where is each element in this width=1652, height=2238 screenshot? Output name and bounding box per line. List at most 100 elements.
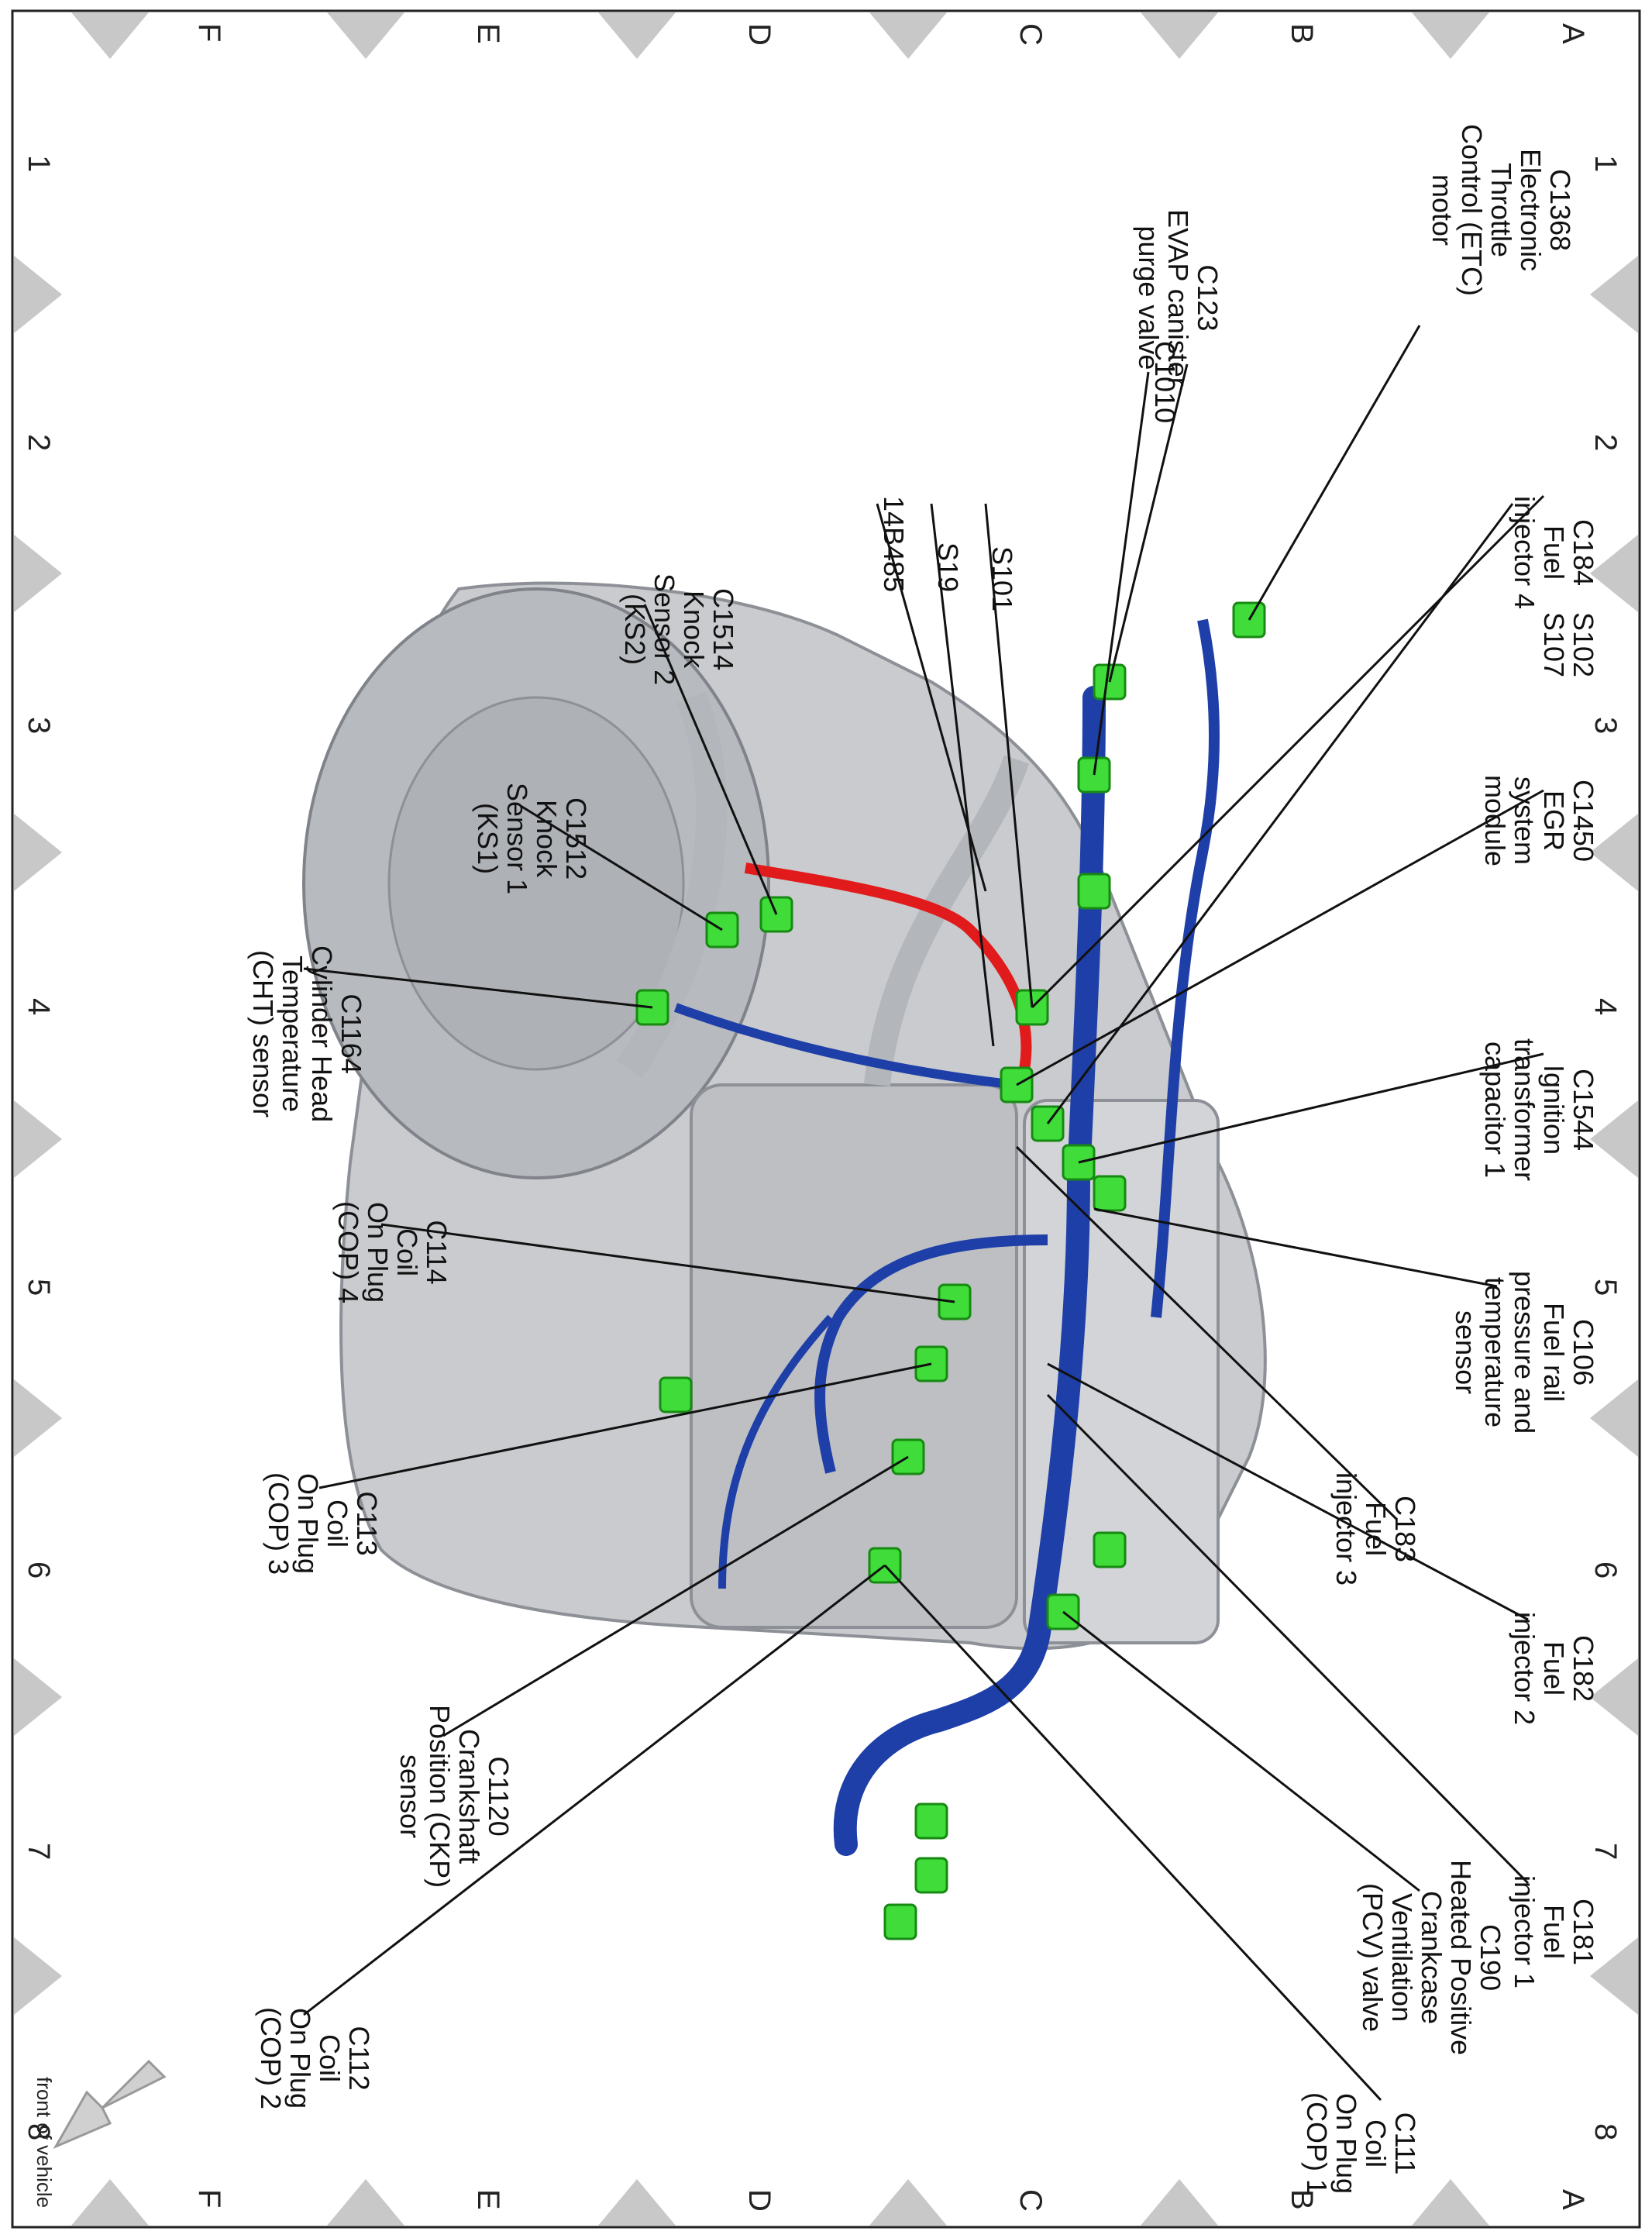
label-c184: C184 Fuel injector 4 <box>1509 496 1599 610</box>
grid-triangle-left-2 <box>869 12 947 59</box>
connector-18 <box>914 1857 948 1894</box>
harness-branch-cht <box>673 1003 1017 1090</box>
grid-triangle-right-5 <box>71 2179 149 2226</box>
grid-triangle-top-0 <box>1590 256 1638 333</box>
grid-number-4-bottom: 4 <box>22 998 56 1016</box>
connector-3 <box>1077 873 1111 910</box>
label-c183: C183 Fuel injector 3 <box>1330 1472 1421 1586</box>
grid-triangle-bottom-1 <box>14 535 62 612</box>
connector-17 <box>914 1802 948 1840</box>
leader-line-17 <box>1047 1362 1529 1621</box>
connector-19 <box>883 1903 917 1940</box>
harness-branch-lower <box>814 1234 1048 1474</box>
grid-number-4-top: 4 <box>1588 998 1623 1016</box>
grid-letter-c-right: C <box>1014 2189 1048 2212</box>
label-c112: C112 Coil On Plug (COP) 2 <box>255 2007 375 2110</box>
grid-number-7-top: 7 <box>1588 1843 1623 1861</box>
grid-triangle-left-4 <box>327 12 404 59</box>
label-c1368: C1368 Electronic Throttle Control (ETC) … <box>1427 124 1576 297</box>
grid-triangle-top-4 <box>1590 1379 1638 1457</box>
label-c111: C111 Coil On Plug (COP) 1 <box>1301 2092 1421 2195</box>
grid-number-3-top: 3 <box>1588 717 1623 735</box>
label-c1164: C1164 Cylinder Head Temperature (CHT) se… <box>247 945 367 1123</box>
grid-number-1-bottom: 1 <box>22 155 56 173</box>
leader-line-11 <box>1078 1052 1544 1164</box>
grid-triangle-bottom-2 <box>14 814 62 891</box>
leader-line-4 <box>1046 503 1514 1124</box>
grid-number-2-top: 2 <box>1588 434 1623 452</box>
connector-12 <box>1093 1531 1127 1568</box>
grid-triangle-top-1 <box>1590 535 1638 612</box>
grid-triangles <box>14 12 1638 2226</box>
grid-letter-b-left: B <box>1285 23 1319 44</box>
label-c1514: C1514 Knock Sensor 2 (KS2) <box>619 573 739 686</box>
harness-branch-ckp <box>718 1314 834 1589</box>
label-c114: C114 Coil On Plug (COP) 4 <box>332 1201 453 1304</box>
leader-line-1 <box>1108 363 1189 683</box>
grid-number-3-bottom: 3 <box>22 717 56 735</box>
grid-letter-a-right: A <box>1556 2189 1590 2210</box>
grid-number-7-bottom: 7 <box>22 1843 56 1861</box>
label-c113: C113 Coil On Plug (COP) 3 <box>263 1472 383 1575</box>
grid-number-1-top: 1 <box>1588 155 1623 173</box>
grid-triangle-right-3 <box>598 2179 676 2226</box>
grid-number-6-top: 6 <box>1588 1561 1623 1579</box>
front-arrow-icon <box>53 2059 167 2150</box>
grid-letter-d-left: D <box>742 23 776 46</box>
engine-block <box>302 581 1267 1651</box>
label-c106: C106 Fuel rail pressure and temperature … <box>1450 1271 1599 1434</box>
label-c182: C182 Fuel injector 2 <box>1509 1612 1599 1726</box>
harness-branch-upper <box>1151 618 1220 1318</box>
leader-line-6 <box>930 503 995 1047</box>
grid-letter-c-left: C <box>1014 23 1048 46</box>
label-c1512: C1512 Knock Sensor 1 (KS1) <box>472 783 592 895</box>
grid-number-6-bottom: 6 <box>22 1561 56 1579</box>
leader-line-8 <box>643 604 778 915</box>
leader-line-18 <box>442 1455 909 1737</box>
flywheel-inner <box>387 696 685 1071</box>
coolant-tube <box>864 755 1030 1086</box>
grid-triangle-bottom-4 <box>14 1379 62 1457</box>
leader-line-21 <box>303 1564 886 2016</box>
leader-line-16 <box>1015 1145 1398 1520</box>
leader-line-5 <box>984 503 1034 1008</box>
label-s101: S101 <box>986 546 1018 612</box>
grid-triangle-top-6 <box>1590 1937 1638 2015</box>
grid-triangle-left-0 <box>1412 12 1489 59</box>
label-s19: S19 <box>932 542 964 593</box>
leader-line-22 <box>883 1564 1382 2102</box>
leader-line-20 <box>1062 1610 1420 1892</box>
leader-lines <box>303 325 1545 2102</box>
wire-harness <box>673 618 1220 1856</box>
grid-triangle-bottom-3 <box>14 1100 62 1178</box>
leader-line-9 <box>1016 789 1544 1086</box>
leader-line-13 <box>380 1223 955 1303</box>
grid-number-8-top: 8 <box>1588 2123 1623 2141</box>
connector-11 <box>659 1376 693 1413</box>
connector-21 <box>1093 1175 1127 1212</box>
label-c1120: C1120 Crankshaft Position (CKP) sensor <box>394 1705 515 1889</box>
leader-line-0 <box>1248 325 1421 621</box>
grid-triangle-right-2 <box>869 2179 947 2226</box>
front-of-vehicle-label: front of vehicle <box>33 2077 56 2209</box>
grid-triangle-right-4 <box>327 2179 404 2226</box>
label-14b485: 14B485 <box>878 496 910 593</box>
grid-triangle-bottom-5 <box>14 1658 62 1736</box>
leader-line-15 <box>318 1362 932 1489</box>
label-c190: C190 Heated Positive Crankcase Ventilati… <box>1357 1860 1506 2056</box>
leader-line-2 <box>1093 371 1150 776</box>
label-c1544: C1544 Ignition transformer capacitor 1 <box>1479 1038 1599 1182</box>
grid-triangle-bottom-6 <box>14 1937 62 2015</box>
sheet-border <box>11 9 1641 2229</box>
label-c181: C181 Fuel injector 1 <box>1509 1875 1599 1989</box>
grid-letter-e-right: E <box>471 2189 505 2210</box>
leader-line-12 <box>303 967 653 1009</box>
label-s102-s107: S102 S107 <box>1538 612 1599 678</box>
leader-line-14 <box>1093 1207 1498 1288</box>
label-c1010: C1010 <box>1149 341 1181 424</box>
grid-triangle-left-3 <box>598 12 676 59</box>
valve-cover <box>690 1083 1018 1629</box>
